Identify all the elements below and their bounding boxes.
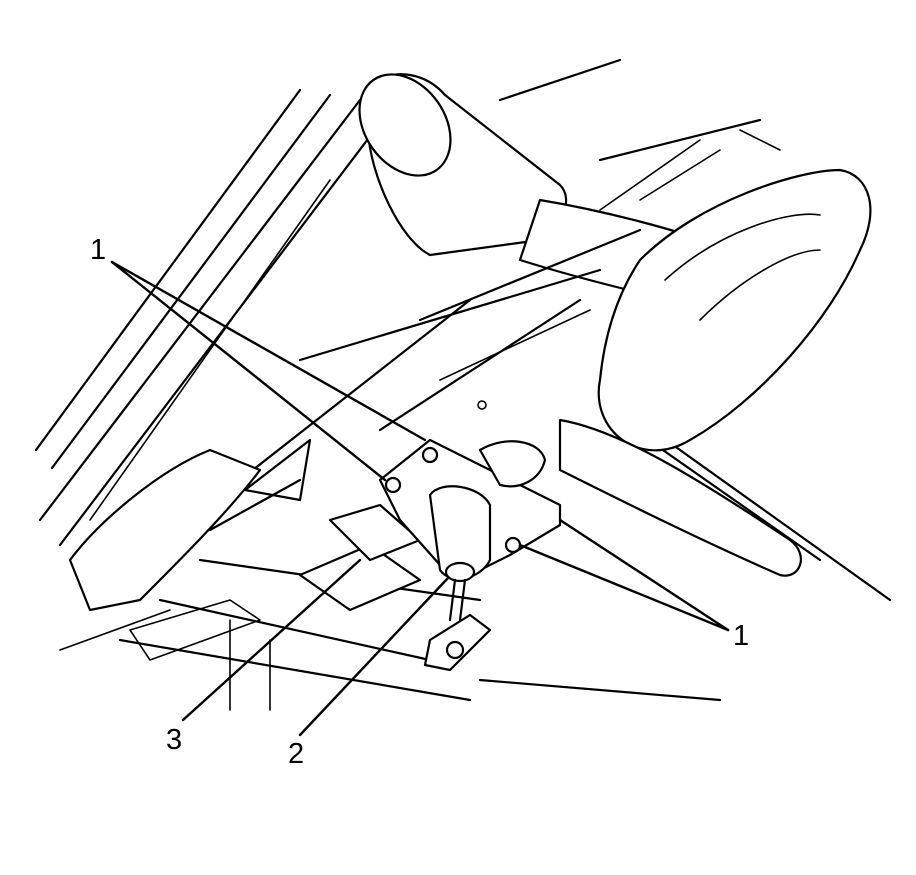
fastener-top [421, 446, 439, 464]
bracket-assembly [378, 438, 562, 672]
fastener-left [384, 476, 402, 494]
callout-1-right: 1 [733, 620, 750, 652]
frame-rails [34, 88, 392, 547]
leader-lines [110, 260, 730, 737]
rear-axle-housing [558, 118, 872, 577]
fastener-bottom [504, 536, 522, 554]
callout-2: 2 [288, 738, 305, 770]
left-crossmember [59, 438, 312, 711]
callout-1-top: 1 [90, 234, 107, 266]
callout-3: 3 [166, 724, 183, 756]
heat-shield-panel [298, 503, 422, 612]
